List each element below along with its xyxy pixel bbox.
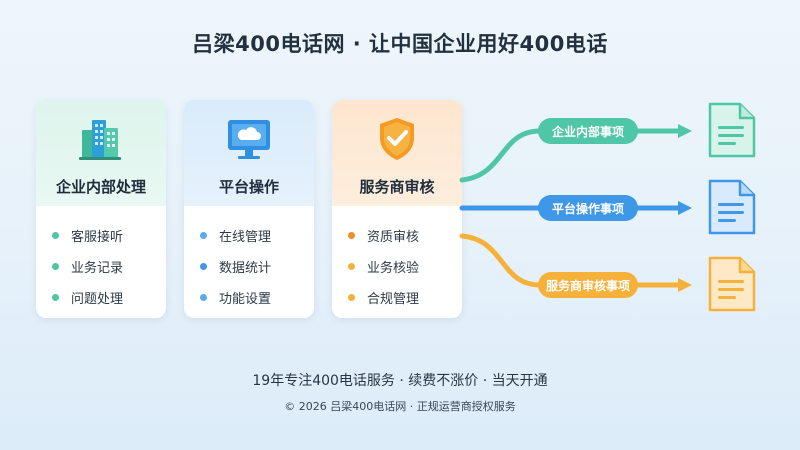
list-item: 问题处理 xyxy=(52,282,166,313)
buildings-icon xyxy=(79,120,121,160)
footer-tagline: 19年专注400电话服务 · 续费不涨价 · 当天开通 xyxy=(252,373,548,389)
bullet-dot xyxy=(200,232,207,239)
card-header: 企业内部处理 xyxy=(36,100,166,206)
list-item: 资质审核 xyxy=(348,220,462,251)
arrowhead-orange xyxy=(678,278,692,292)
list-item: 合规管理 xyxy=(348,282,462,313)
bullet-dot xyxy=(52,232,59,239)
monitor-cloud-icon xyxy=(228,120,270,159)
list-item: 客服接听 xyxy=(52,220,166,251)
connector-green xyxy=(459,128,543,183)
arrowhead-blue xyxy=(678,201,692,215)
flow-pill-internal: 企业内部事项 xyxy=(538,118,638,144)
list-item: 业务记录 xyxy=(52,251,166,282)
item-label: 问题处理 xyxy=(71,292,124,307)
card-header: 服务商审核 xyxy=(332,100,462,206)
item-label: 业务核验 xyxy=(367,261,420,276)
bullet-dot xyxy=(348,294,355,301)
connector-orange xyxy=(459,233,543,288)
item-label: 在线管理 xyxy=(219,230,272,245)
document-icon xyxy=(708,102,756,158)
page-title: 吕梁400电话网 · 让中国企业用好400电话 xyxy=(192,32,608,56)
item-label: 功能设置 xyxy=(219,292,272,307)
item-label: 数据统计 xyxy=(219,261,272,276)
item-label: 资质审核 xyxy=(367,230,420,245)
card-provider-review: 服务商审核 资质审核 业务核验 合规管理 xyxy=(332,100,462,318)
list-item: 功能设置 xyxy=(200,282,314,313)
bullet-dot xyxy=(52,294,59,301)
card-title: 平台操作 xyxy=(218,178,279,196)
document-icon xyxy=(708,256,756,312)
card-title: 企业内部处理 xyxy=(55,178,146,196)
flow-pill-platform: 平台操作事项 xyxy=(538,195,638,221)
bullet-dot xyxy=(200,263,207,270)
item-label: 客服接听 xyxy=(71,230,124,245)
item-label: 合规管理 xyxy=(367,292,420,307)
bullet-dot xyxy=(348,263,355,270)
list-item: 数据统计 xyxy=(200,251,314,282)
document-icon xyxy=(708,179,756,235)
bullet-dot xyxy=(52,263,59,270)
list-item: 在线管理 xyxy=(200,220,314,251)
list-item: 业务核验 xyxy=(348,251,462,282)
card-platform-operation: 平台操作 在线管理 数据统计 功能设置 xyxy=(184,100,314,318)
card-internal-processing: 企业内部处理 客服接听 业务记录 问题处理 xyxy=(36,100,166,318)
shield-check-icon xyxy=(380,118,414,160)
bullet-dot xyxy=(200,294,207,301)
flow-pill-provider: 服务商审核事项 xyxy=(538,272,638,298)
item-label: 业务记录 xyxy=(71,261,124,276)
bullet-dot xyxy=(348,232,355,239)
footer-copyright: © 2026 吕梁400电话网 · 正规运营商授权服务 xyxy=(284,400,516,413)
card-header: 平台操作 xyxy=(184,100,314,206)
arrowhead-green xyxy=(678,124,692,138)
card-title: 服务商审核 xyxy=(359,178,435,196)
